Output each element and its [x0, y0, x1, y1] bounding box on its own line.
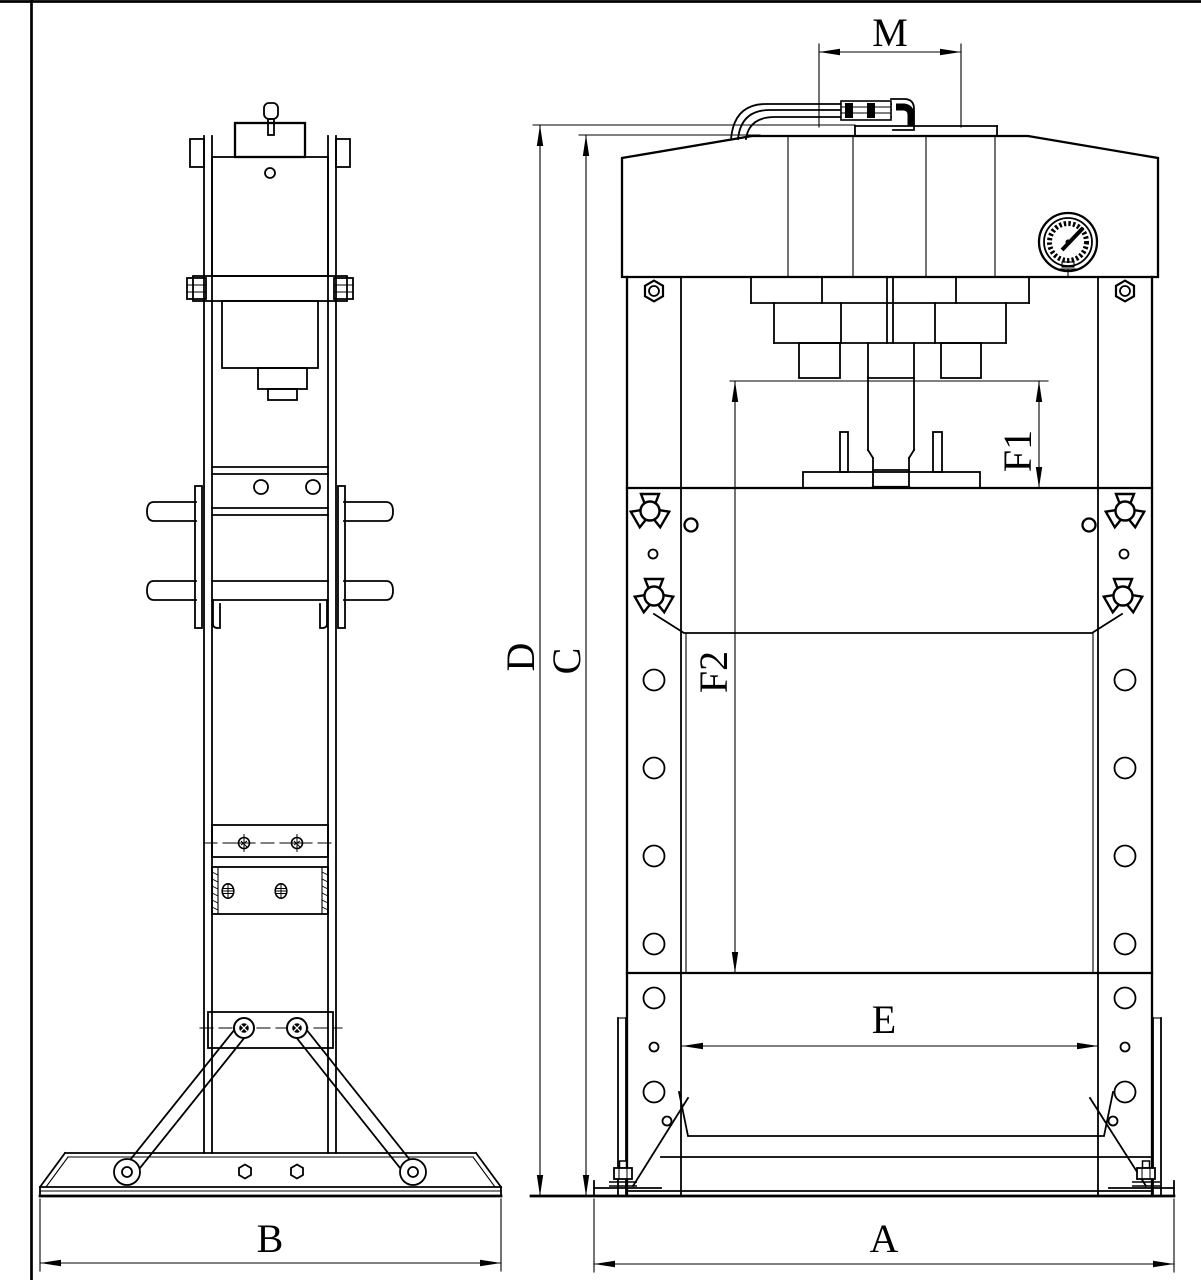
hydraulic-hose [730, 98, 915, 141]
dim-label-f2: F2 [691, 651, 736, 693]
front-bolster [625, 486, 1154, 974]
column-holes-right [1107, 668, 1137, 1127]
dim-f2: F2 [691, 380, 739, 974]
front-columns [625, 275, 1154, 1198]
side-bed [146, 466, 394, 629]
dim-label-f1: F1 [995, 430, 1040, 472]
front-head [620, 125, 1160, 279]
front-feet [529, 1017, 1176, 1198]
dim-label-e: E [872, 997, 896, 1042]
dim-b: B [39, 1198, 502, 1272]
pressure-gauge [1037, 211, 1099, 278]
dim-label-m: M [872, 10, 908, 55]
side-base [38, 1151, 503, 1198]
dim-label-c: C [544, 648, 589, 675]
front-view [529, 98, 1176, 1198]
column-holes-left [642, 668, 673, 1127]
dim-c: C [544, 134, 761, 1197]
dim-d: D [498, 124, 856, 1197]
dim-m: M [818, 10, 962, 128]
dim-label-a: A [870, 1216, 899, 1261]
dim-a: A [593, 1198, 1175, 1273]
side-view [38, 102, 503, 1198]
dim-f1: F1 [729, 380, 1049, 489]
dim-label-d: D [498, 643, 543, 672]
side-pump-unit [186, 102, 354, 401]
side-column-rails [189, 135, 351, 1154]
dimensions: M D C F1 [39, 10, 1175, 1273]
front-ram [750, 277, 1030, 489]
side-braces [113, 1011, 427, 1186]
side-mid-plates [203, 824, 337, 915]
dim-e: E [681, 997, 1099, 1050]
dim-label-b: B [257, 1216, 284, 1261]
